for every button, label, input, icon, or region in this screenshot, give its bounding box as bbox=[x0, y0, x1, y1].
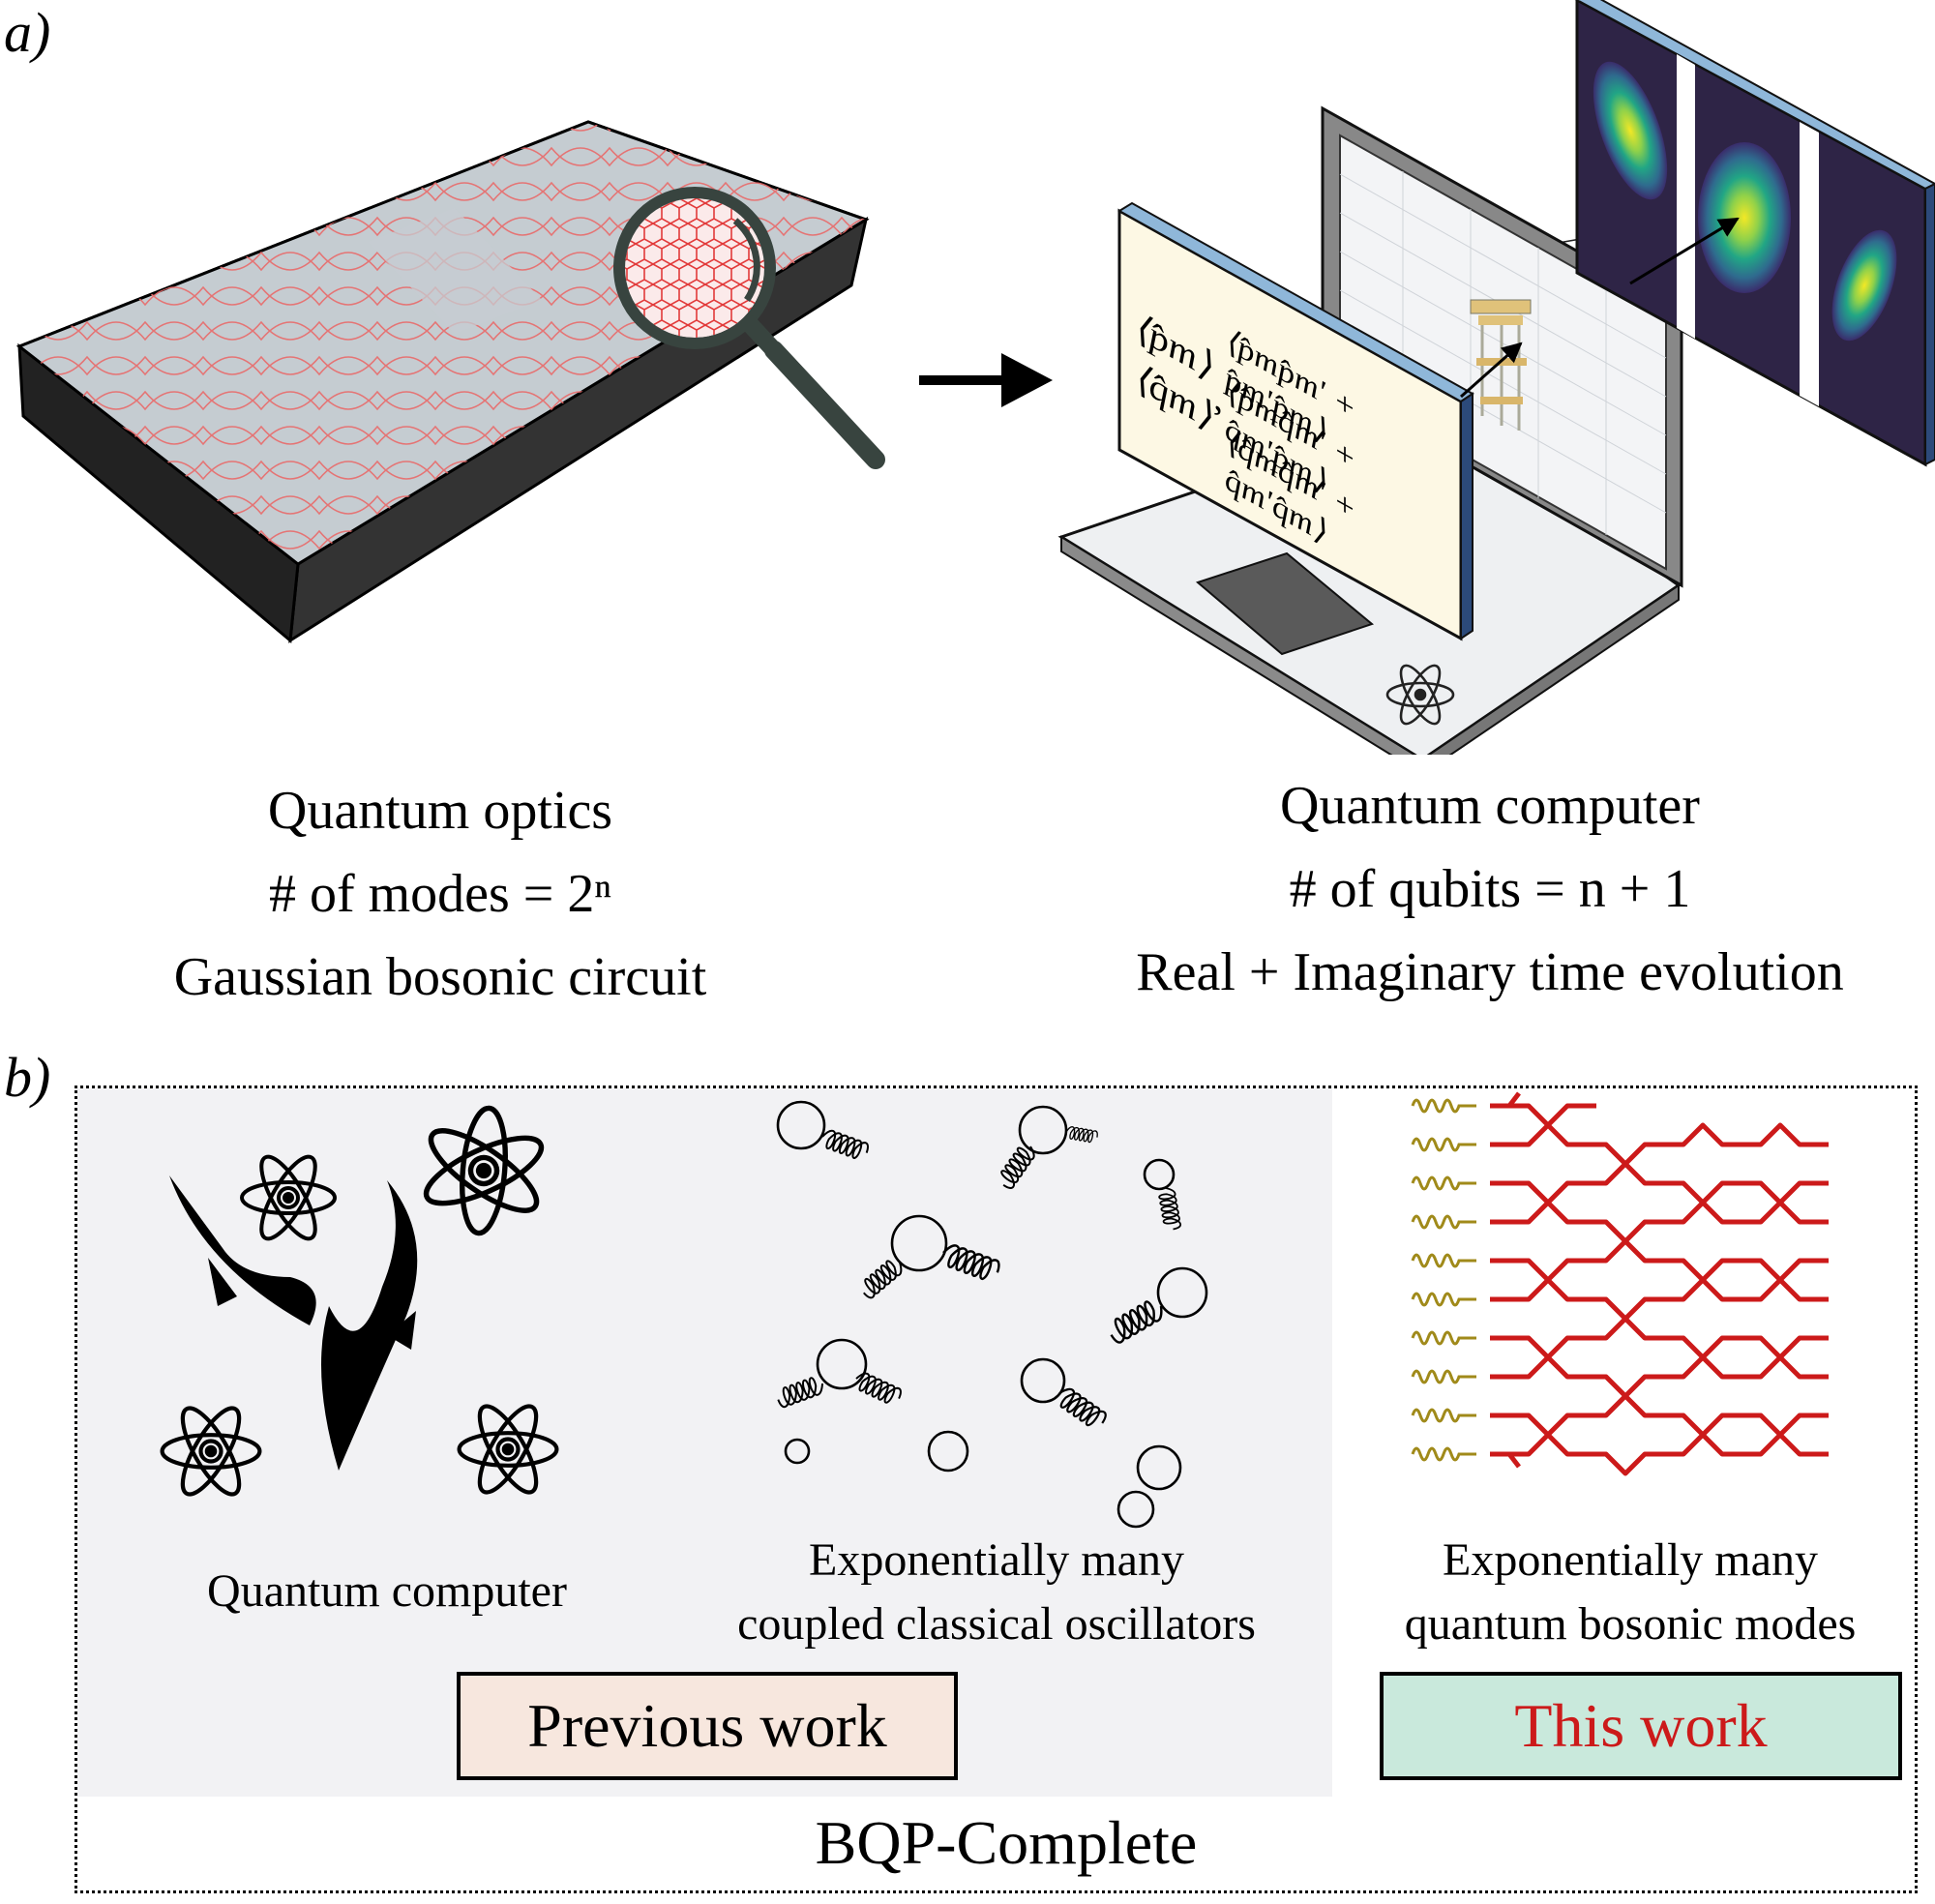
bosonic-caption-line-1: Exponentially many bbox=[1443, 1534, 1818, 1586]
photonic-chip bbox=[16, 120, 870, 643]
atom-icon-bottom-right bbox=[460, 1399, 557, 1500]
gaussian-panels bbox=[1574, 0, 1935, 467]
oscillators-caption: Exponentially many coupled classical osc… bbox=[668, 1529, 1325, 1656]
right-caption: Quantum computer # of qubits = n + 1 Rea… bbox=[1045, 764, 1935, 1014]
transform-arrow bbox=[919, 353, 1053, 407]
formula-comma: , bbox=[1213, 372, 1223, 423]
right-caption-line-1: Quantum computer bbox=[1280, 776, 1700, 836]
atom-icon-small bbox=[240, 1147, 337, 1248]
dilution-fridge-icon bbox=[1470, 299, 1532, 431]
atom-logo-icon bbox=[1385, 664, 1455, 726]
right-caption-line-3: Real + Imaginary time evolution bbox=[1136, 942, 1844, 1002]
pointer-arrow-1 bbox=[1460, 342, 1523, 399]
this-work-box: This work bbox=[1380, 1672, 1902, 1780]
atom-icon-bottom-left bbox=[163, 1401, 260, 1502]
right-caption-line-2: # of qubits = n + 1 bbox=[1289, 859, 1691, 919]
left-caption-line-3: Gaussian bosonic circuit bbox=[173, 947, 707, 1007]
panel-b-label: b) bbox=[4, 1046, 51, 1109]
bosonic-caption-line-2: quantum bosonic modes bbox=[1404, 1598, 1857, 1650]
qc-caption: Quantum computer bbox=[207, 1565, 567, 1617]
previous-work-box: Previous work bbox=[457, 1672, 958, 1780]
quantum-computer-icon bbox=[163, 1086, 568, 1502]
bqp-complete-frame bbox=[74, 1086, 1918, 1893]
left-caption-line-1: Quantum optics bbox=[267, 781, 613, 841]
bosonic-network-icon bbox=[1411, 1091, 1829, 1476]
atom-icon-large bbox=[400, 1086, 568, 1256]
coupled-oscillators-icon bbox=[773, 1100, 1208, 1529]
bosonic-caption: Exponentially many quantum bosonic modes bbox=[1335, 1529, 1925, 1656]
panel-a-label: a) bbox=[4, 1, 51, 64]
formula-screen bbox=[1117, 201, 1474, 641]
pointer-arrow-2 bbox=[1629, 217, 1740, 285]
this-work-label: This work bbox=[1514, 1691, 1768, 1760]
panel-b-illustration bbox=[0, 1064, 1829, 1529]
magnifier-icon bbox=[613, 187, 885, 469]
left-caption-line-2: # of modes = 2ⁿ bbox=[268, 864, 612, 924]
bqp-complete-label: BQP-Complete bbox=[815, 1808, 1198, 1877]
oscillators-caption-line-1: Exponentially many bbox=[809, 1534, 1184, 1586]
left-caption: Quantum optics # of modes = 2ⁿ Gaussian … bbox=[58, 769, 822, 1019]
previous-work-label: Previous work bbox=[527, 1691, 887, 1760]
oscillators-caption-line-2: coupled classical oscillators bbox=[737, 1598, 1256, 1650]
panel-a-illustration bbox=[16, 0, 1935, 755]
